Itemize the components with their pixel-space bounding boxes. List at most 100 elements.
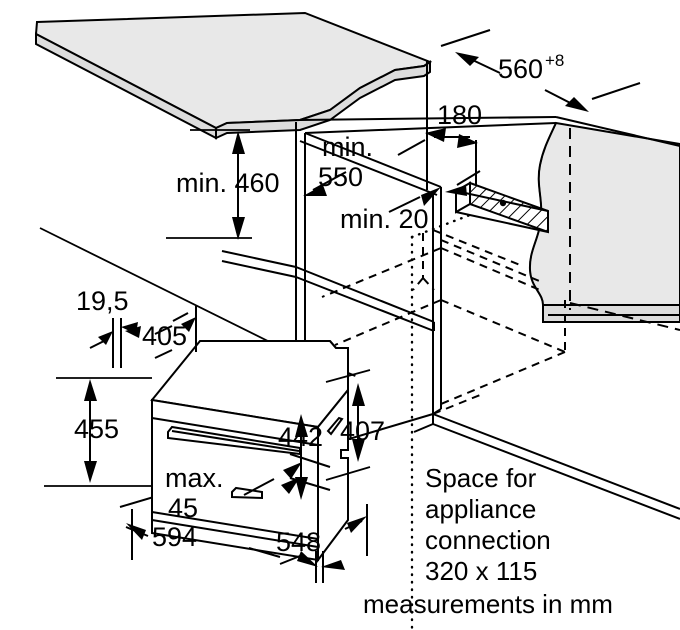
- niche-top-rear-rail: [304, 122, 557, 134]
- cabinet-shelf-back-2: [221, 260, 297, 278]
- dim-550-arrow: [303, 185, 327, 196]
- dim-45-label-2: 45: [168, 493, 198, 523]
- rear-wall-top-edge: [555, 116, 680, 147]
- dim-20-leader-lower: [388, 196, 421, 213]
- dim-405: 405: [121, 306, 197, 359]
- hidden-edge-8: [432, 394, 481, 415]
- rear-wall: [528, 116, 680, 331]
- connection-note-line-2: appliance: [425, 494, 536, 524]
- dim-405-leader-top: [154, 325, 173, 335]
- dim-20-arrow-lower: [421, 187, 441, 206]
- dim-max-45: max. 45: [165, 453, 331, 523]
- dim-405-arrow-top-in: [125, 326, 141, 338]
- dim-45-label-1: max.: [165, 463, 224, 493]
- hidden-edge-2: [440, 239, 545, 284]
- connection-space-dotted-diagonal: [410, 213, 472, 239]
- cabinet-shelf-top: [295, 266, 435, 323]
- niche-upper-oblique-bottom: [299, 140, 438, 196]
- dim-594-label: 594: [152, 522, 197, 552]
- dim-548-leader-left: [279, 555, 301, 565]
- hidden-edge-3: [440, 299, 566, 353]
- dim-407: 407: [325, 369, 385, 481]
- dim-560-arrow-right: [565, 97, 589, 112]
- dim-195-leader: [89, 340, 105, 349]
- connection-space-note: Space for appliance connection 320 x 115: [425, 463, 551, 586]
- connection-branch-left: [412, 277, 424, 291]
- units-note-text: measurements in mm: [363, 589, 613, 619]
- dim-560-superscript: +8: [545, 51, 564, 70]
- connection-note-line-4: 320 x 115: [425, 556, 537, 586]
- dim-460-arrow-bottom: [232, 217, 245, 240]
- dim-455-label: 455: [74, 414, 119, 444]
- dim-560-ext-right: [591, 82, 641, 100]
- connection-branch-right: [422, 277, 435, 291]
- hidden-edge-7: [321, 247, 442, 298]
- dim-20-label: min. 20: [340, 204, 429, 234]
- ventilation-front-edge: [455, 211, 549, 233]
- dim-442-label: 442: [278, 422, 323, 452]
- dim-407-ext-bottom: [325, 466, 371, 481]
- oven-appliance: [150, 340, 349, 563]
- hidden-edge-10: [432, 229, 521, 266]
- dim-45-arrow-upper: [283, 462, 302, 479]
- dim-45-ext-top: [289, 453, 331, 468]
- rear-wall-hidden-ledge: [569, 302, 680, 331]
- dim-550-label-1: min.: [322, 132, 373, 162]
- connection-note-line-3: connection: [425, 525, 551, 555]
- ventilation-cutout: [455, 181, 549, 234]
- cabinet-base-front: [432, 423, 680, 520]
- dim-405-leader-r: [172, 312, 189, 322]
- dim-548-arrow-left: [321, 560, 345, 570]
- niche-upper-oblique-top: [304, 132, 442, 188]
- dim-180: 180: [425, 60, 482, 190]
- rear-wall-face: [528, 121, 680, 306]
- dim-594: 594: [125, 509, 318, 567]
- dim-min-550: min. 550: [303, 132, 426, 196]
- dim-455-arrow-top: [84, 379, 97, 401]
- dim-407-ext-top: [325, 369, 371, 383]
- dim-45-arrow-lower: [281, 477, 300, 494]
- dim-560-arrow-left: [455, 52, 479, 66]
- dim-560-ext-left: [440, 29, 491, 47]
- dim-560-label: 560: [498, 54, 543, 84]
- dim-20-arrow-upper: [445, 185, 467, 196]
- worktop-slab: [34, 11, 433, 140]
- dim-460-label: min. 460: [176, 168, 280, 198]
- dim-407-label: 407: [340, 416, 385, 446]
- hidden-edge-1: [440, 247, 541, 291]
- connection-space-indicator: [410, 213, 472, 630]
- cabinet-base-left: [413, 423, 434, 433]
- oven-door-handle-line: [171, 430, 300, 452]
- hidden-edge-5: [440, 351, 566, 405]
- floor-extension-line: [39, 227, 301, 358]
- dim-180-arrow-left: [425, 128, 446, 142]
- oven-door-bottom-seam: [151, 511, 319, 540]
- dim-442-arrow-top: [295, 414, 308, 437]
- dim-180-arrow-right: [457, 134, 478, 148]
- dim-594-leader-right: [248, 547, 281, 558]
- oven-top-notch: [329, 340, 348, 349]
- oven-side-grip: [326, 416, 344, 436]
- dim-45-leader: [243, 478, 275, 496]
- dim-460-arrow-top: [232, 131, 245, 154]
- dim-550-label-2: 550: [318, 162, 363, 192]
- connection-note-line-1: Space for: [425, 463, 537, 493]
- oven-door-bottom-seam-2: [151, 519, 319, 548]
- oven-door-top-seam: [151, 417, 319, 446]
- dim-405-label: 405: [142, 321, 187, 351]
- dim-550-leader: [312, 171, 347, 191]
- dim-594-arrow-left: [126, 523, 146, 540]
- dim-560: 560 +8: [440, 29, 641, 112]
- cabinet-shelf-back: [221, 250, 297, 268]
- dim-405-arrow-right: [181, 317, 196, 332]
- dim-548: 548: [276, 504, 368, 583]
- dim-180-label: 180: [437, 100, 482, 130]
- dim-min-460: min. 460: [166, 129, 280, 240]
- dim-405-leader-bottom: [154, 349, 173, 359]
- units-note: measurements in mm: [363, 589, 613, 619]
- ventilation-top-plate: [455, 190, 549, 212]
- worktop-break-edge: [215, 60, 431, 140]
- dim-594-arrow-right: [297, 551, 318, 567]
- cabinet-shelf-front: [295, 276, 435, 332]
